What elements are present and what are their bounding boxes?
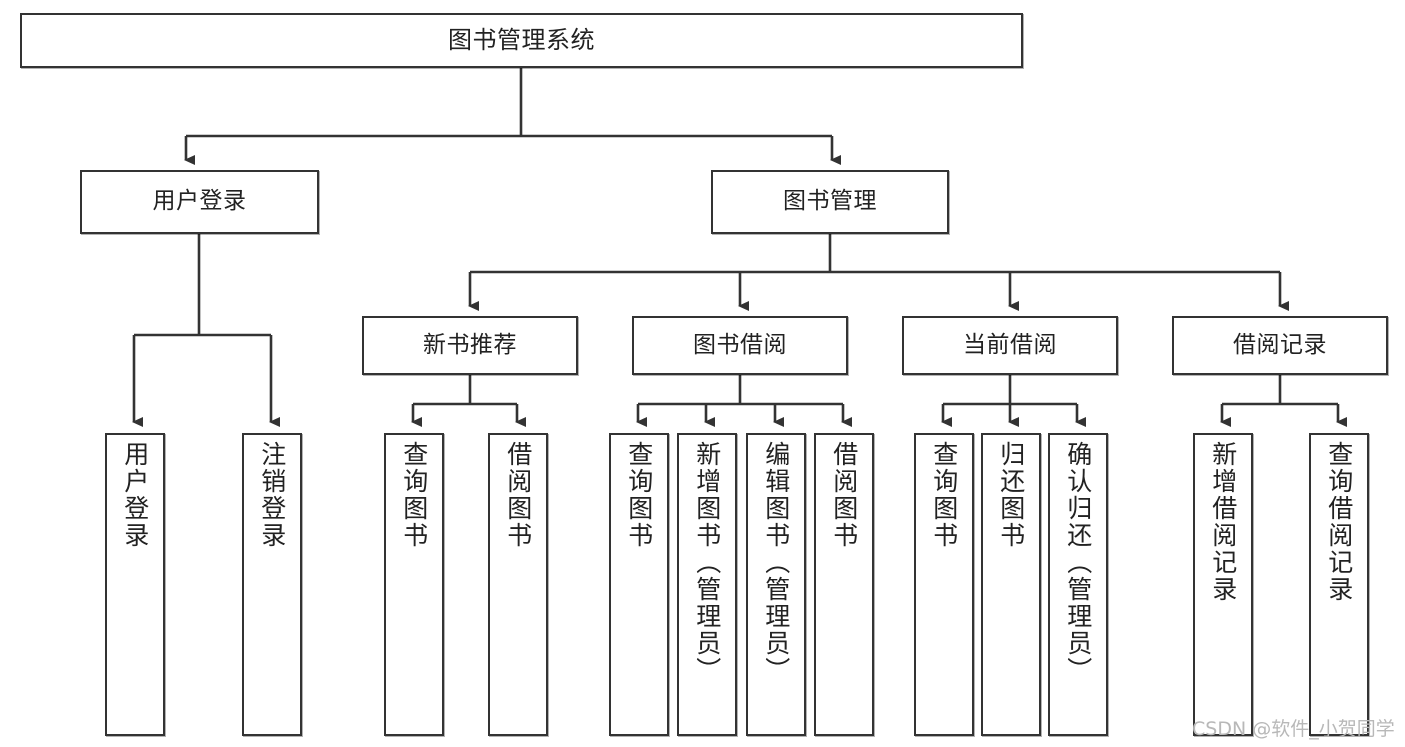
leaf-logout[interactable]: 注销登录 bbox=[242, 433, 302, 736]
node-user-login-label: 用户登录 bbox=[152, 188, 247, 215]
leaf-borrow-book-2-label: 借阅图书 bbox=[829, 441, 859, 549]
leaf-add-book[interactable]: 新增图书（管理员） bbox=[677, 433, 737, 736]
leaf-add-record-label: 新增借阅记录 bbox=[1208, 441, 1238, 603]
leaf-logout-label: 注销登录 bbox=[257, 441, 287, 549]
leaf-confirm-return[interactable]: 确认归还（管理员） bbox=[1048, 433, 1108, 736]
node-book-manage[interactable]: 图书管理 bbox=[711, 170, 949, 234]
node-root-label: 图书管理系统 bbox=[448, 26, 595, 55]
leaf-query-book-1-label: 查询图书 bbox=[399, 441, 429, 549]
leaf-query-book-3[interactable]: 查询图书 bbox=[914, 433, 974, 736]
leaf-borrow-book-2[interactable]: 借阅图书 bbox=[814, 433, 874, 736]
node-user-login[interactable]: 用户登录 bbox=[80, 170, 319, 234]
node-book-manage-label: 图书管理 bbox=[783, 188, 877, 215]
leaf-edit-book[interactable]: 编辑图书（管理员） bbox=[746, 433, 806, 736]
watermark-text: CSDN @软件_小贺同学 bbox=[1192, 718, 1395, 740]
leaf-return-book-label: 归还图书 bbox=[996, 441, 1026, 549]
node-borrow-record-label: 借阅记录 bbox=[1233, 331, 1327, 358]
node-new-book-recommend-label: 新书推荐 bbox=[423, 331, 517, 358]
leaf-user-login-label: 用户登录 bbox=[120, 441, 150, 549]
node-current-borrow-label: 当前借阅 bbox=[963, 331, 1057, 358]
leaf-query-record[interactable]: 查询借阅记录 bbox=[1309, 433, 1369, 736]
leaf-borrow-book-1-label: 借阅图书 bbox=[503, 441, 533, 549]
leaf-user-login[interactable]: 用户登录 bbox=[105, 433, 165, 736]
leaf-query-book-3-label: 查询图书 bbox=[929, 441, 959, 549]
leaf-add-book-label: 新增图书（管理员） bbox=[692, 441, 722, 684]
leaf-confirm-return-label: 确认归还（管理员） bbox=[1063, 441, 1093, 684]
node-new-book-recommend[interactable]: 新书推荐 bbox=[362, 316, 578, 375]
node-current-borrow[interactable]: 当前借阅 bbox=[902, 316, 1118, 375]
node-book-borrow[interactable]: 图书借阅 bbox=[632, 316, 848, 375]
node-book-borrow-label: 图书借阅 bbox=[693, 331, 787, 358]
node-borrow-record[interactable]: 借阅记录 bbox=[1172, 316, 1388, 375]
leaf-query-book-2[interactable]: 查询图书 bbox=[609, 433, 669, 736]
leaf-query-book-2-label: 查询图书 bbox=[624, 441, 654, 549]
leaf-query-book-1[interactable]: 查询图书 bbox=[384, 433, 444, 736]
leaf-add-record[interactable]: 新增借阅记录 bbox=[1193, 433, 1253, 736]
node-root[interactable]: 图书管理系统 bbox=[20, 13, 1023, 68]
leaf-query-record-label: 查询借阅记录 bbox=[1324, 441, 1354, 603]
leaf-edit-book-label: 编辑图书（管理员） bbox=[761, 441, 791, 684]
leaf-borrow-book-1[interactable]: 借阅图书 bbox=[488, 433, 548, 736]
leaf-return-book[interactable]: 归还图书 bbox=[981, 433, 1041, 736]
